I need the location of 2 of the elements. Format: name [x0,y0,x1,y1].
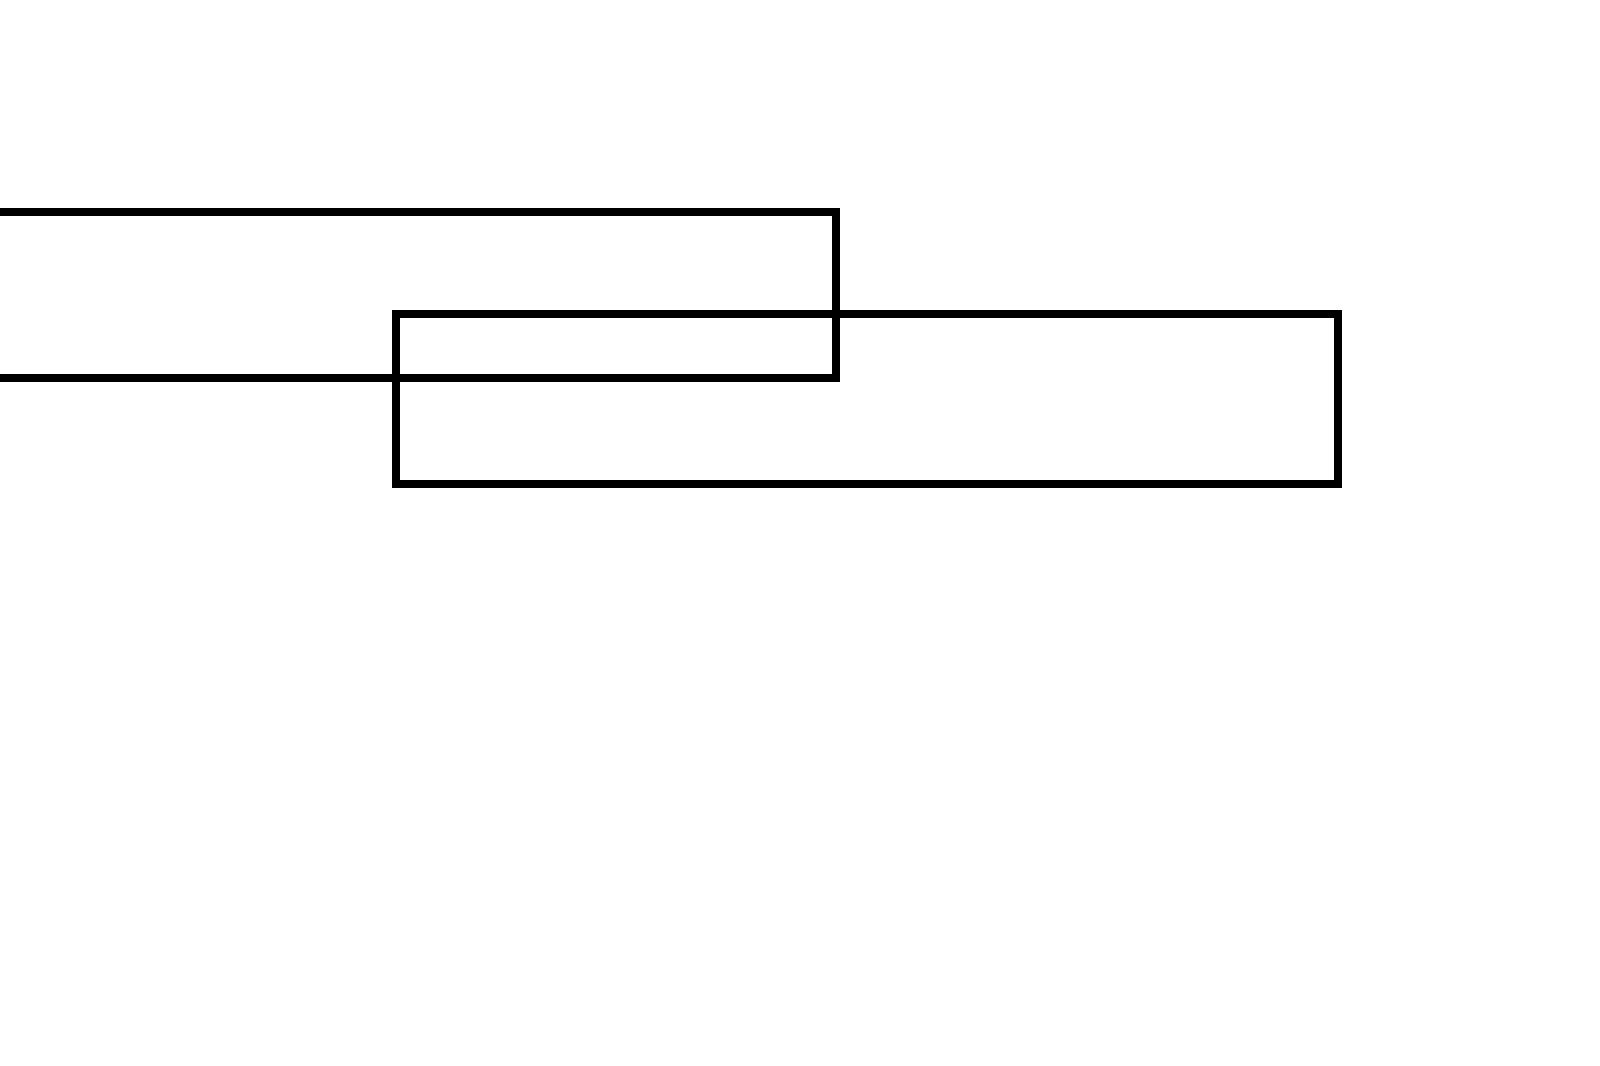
rectangle-outline [0,208,840,382]
rectangle-outline [392,310,1342,488]
